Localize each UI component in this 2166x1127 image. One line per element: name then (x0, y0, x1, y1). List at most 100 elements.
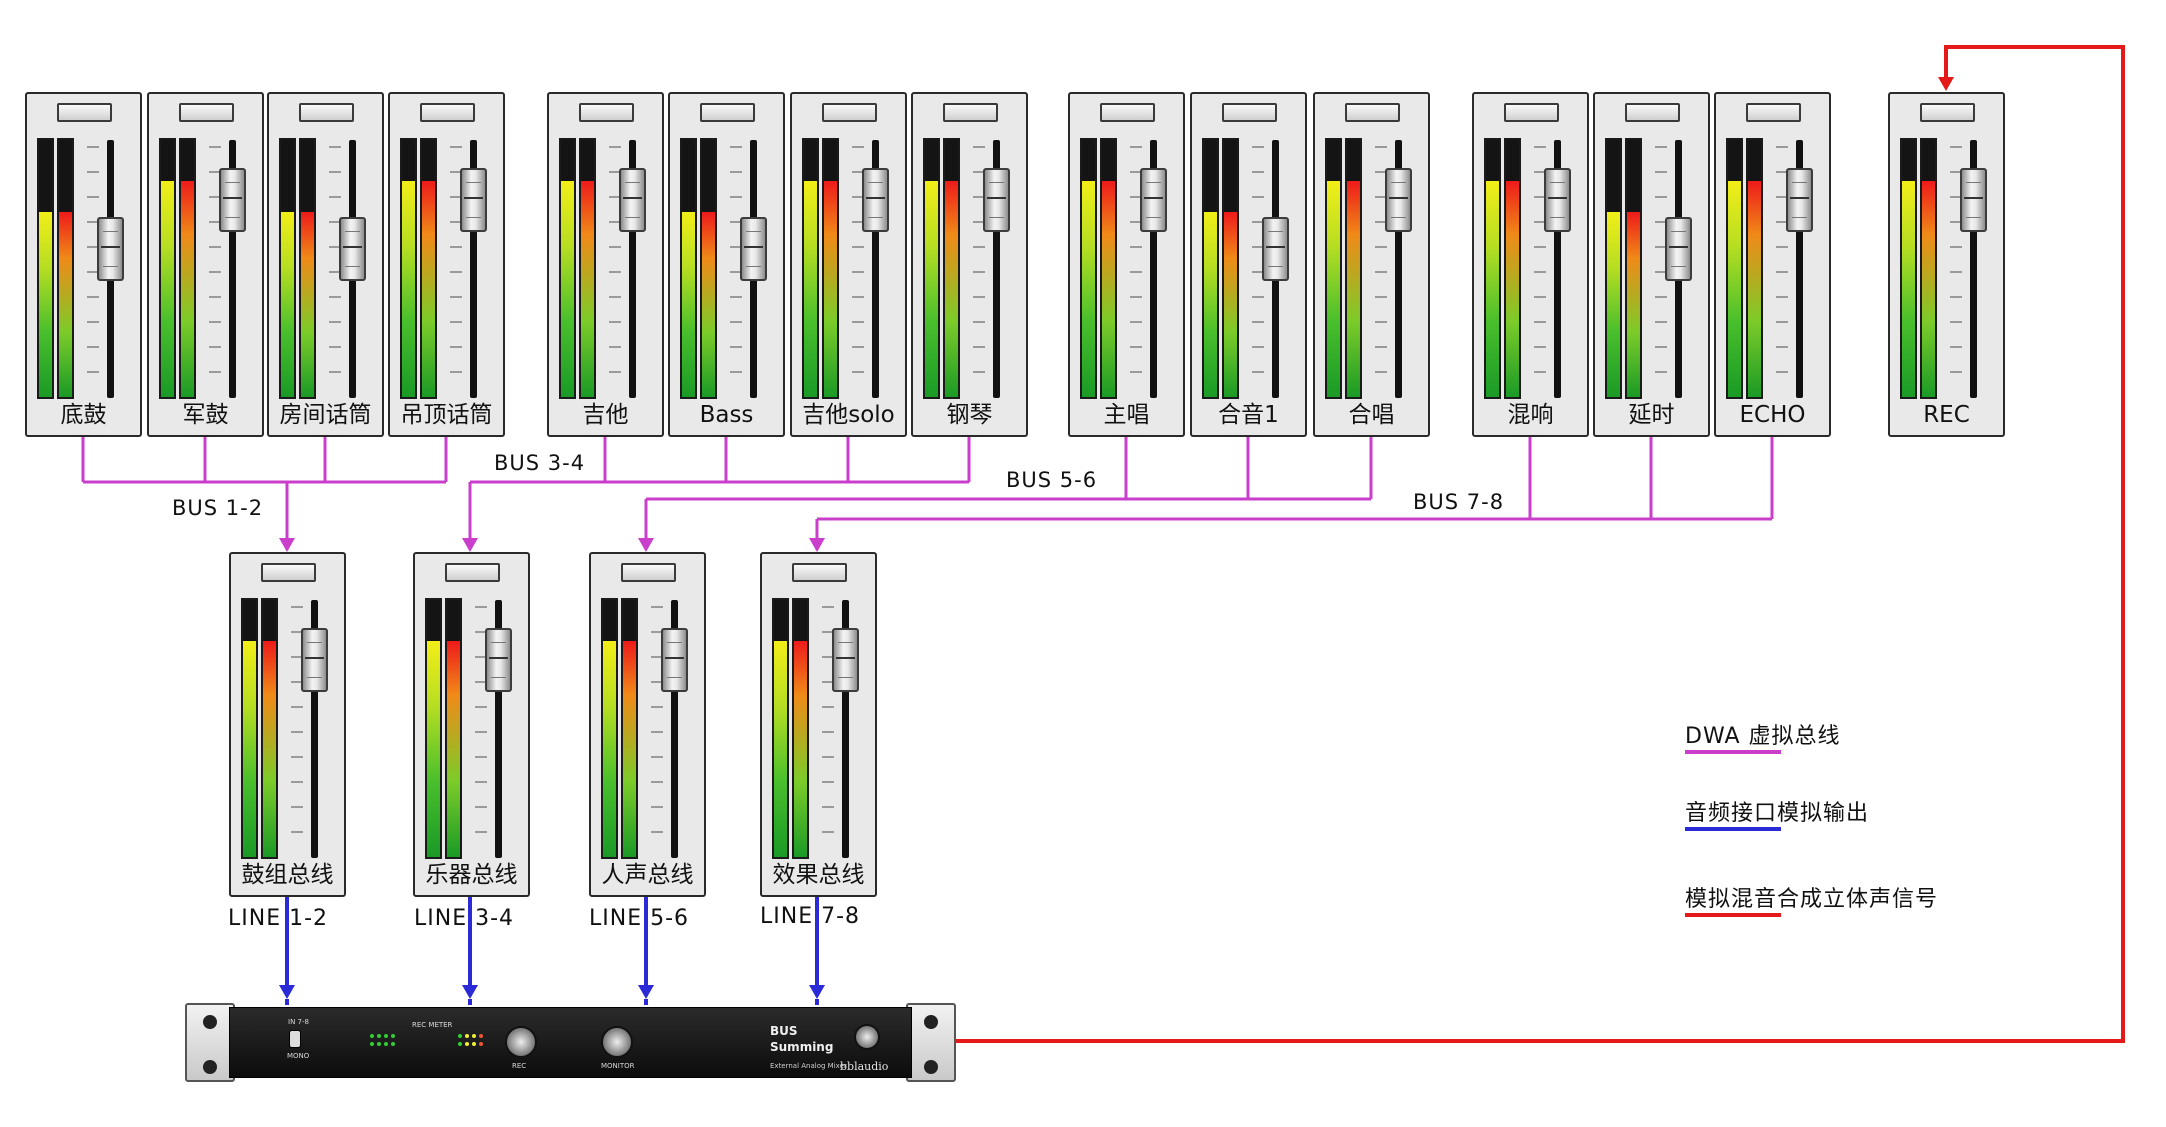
legend-analog-out-text: 音频接口模拟输出 (1685, 801, 1870, 826)
channel-12-meter-fill (1486, 181, 1499, 397)
channel-6-fader-knob[interactable] (740, 217, 767, 281)
bus-3-fader-knob[interactable] (661, 628, 688, 692)
rec-knob[interactable] (505, 1026, 537, 1058)
channel-3-select-button[interactable] (299, 103, 354, 122)
channel-5-select-button[interactable] (579, 103, 634, 122)
channel-5-strip: 吉他 (547, 92, 664, 437)
bus-1-fader-knob[interactable] (301, 628, 328, 692)
channel-2-strip: 军鼓 (147, 92, 264, 437)
channel-9-select-button[interactable] (1100, 103, 1155, 122)
channel-14-meter-fill (1748, 181, 1761, 397)
channel-15-meter-left (1900, 138, 1917, 399)
channel-5-meter-fill (581, 181, 594, 397)
bus-2-select-button[interactable] (445, 563, 500, 582)
mono-switch[interactable] (289, 1030, 301, 1048)
channel-11-meter-fill (1347, 181, 1360, 397)
channel-14-fader-knob[interactable] (1786, 168, 1813, 232)
channel-11-fader-scale (1375, 146, 1387, 396)
channel-11-fader-track (1395, 140, 1402, 398)
line-label-5-6: LINE 5-6 (589, 906, 690, 931)
bus-4-meter-left (772, 598, 789, 859)
bus-1-meter-fill (243, 641, 256, 857)
channel-5-meter-left (559, 138, 576, 399)
channel-15-fader-knob[interactable] (1960, 168, 1987, 232)
monitor-knob-label: MONITOR (601, 1062, 635, 1070)
channel-11-select-button[interactable] (1345, 103, 1400, 122)
channel-5-fader-scale (609, 146, 621, 396)
channel-1-select-button[interactable] (57, 103, 112, 122)
monitor-knob[interactable] (601, 1026, 633, 1058)
channel-7-meter-fill (824, 181, 837, 397)
channel-4-fader-knob[interactable] (460, 168, 487, 232)
mono-label: MONO (287, 1052, 310, 1060)
channel-6-meter-left (680, 138, 697, 399)
channel-13-meter-right (1625, 138, 1642, 399)
bus-1-meter-fill (263, 641, 276, 857)
channel-6-select-button[interactable] (700, 103, 755, 122)
bus-1-2-arrow (279, 538, 295, 552)
channel-8-meter-left (923, 138, 940, 399)
channel-7-fader-knob[interactable] (862, 168, 889, 232)
channel-8-select-button[interactable] (943, 103, 998, 122)
channel-13-select-button[interactable] (1625, 103, 1680, 122)
channel-4-select-button[interactable] (420, 103, 475, 122)
bus-4-fader-knob[interactable] (832, 628, 859, 692)
channel-11-fader-knob[interactable] (1385, 168, 1412, 232)
meter-led (465, 1042, 469, 1046)
channel-1-label: 底鼓 (60, 402, 107, 428)
channel-5-meter-fill (561, 181, 574, 397)
channel-9-meter-right (1100, 138, 1117, 399)
channel-3-label: 房间话筒 (279, 402, 372, 428)
channel-9-label: 主唱 (1103, 402, 1150, 428)
channel-13-fader-scale (1655, 146, 1667, 396)
channel-7-meter-left (802, 138, 819, 399)
channel-9-fader-knob[interactable] (1140, 168, 1167, 232)
meter-led (465, 1034, 469, 1038)
channel-3-meter-left (279, 138, 296, 399)
bus-4-select-button[interactable] (792, 563, 847, 582)
channel-14-select-button[interactable] (1746, 103, 1801, 122)
meter-led (458, 1034, 462, 1038)
rack-ear-right (906, 1003, 956, 1082)
channel-10-fader-knob[interactable] (1262, 217, 1289, 281)
bus-4-fader-track (842, 600, 849, 858)
channel-15-select-button[interactable] (1920, 103, 1975, 122)
channel-15-strip: REC (1888, 92, 2005, 437)
channel-8-meter-fill (945, 181, 958, 397)
channel-7-label: 吉他solo (802, 402, 895, 428)
bus-1-meter-right (261, 598, 278, 859)
channel-13-meter-fill (1627, 211, 1640, 397)
bus-2-fader-knob[interactable] (485, 628, 512, 692)
channel-5-fader-knob[interactable] (619, 168, 646, 232)
bus-1-select-button[interactable] (261, 563, 316, 582)
channel-12-fader-knob[interactable] (1544, 168, 1571, 232)
line-out-arrow-3 (638, 985, 654, 999)
power-button[interactable] (854, 1024, 880, 1050)
channel-10-fader-scale (1252, 146, 1264, 396)
channel-2-fader-knob[interactable] (219, 168, 246, 232)
channel-8-meter-right (943, 138, 960, 399)
channel-10-select-button[interactable] (1222, 103, 1277, 122)
meter-led (384, 1034, 388, 1038)
channel-1-fader-knob[interactable] (97, 217, 124, 281)
bus-3-4-arrow (462, 538, 478, 552)
channel-12-select-button[interactable] (1504, 103, 1559, 122)
channel-6-strip: Bass (668, 92, 785, 437)
channel-5-label: 吉他 (582, 402, 629, 428)
channel-2-select-button[interactable] (179, 103, 234, 122)
bus-3-select-button[interactable] (621, 563, 676, 582)
channel-4-label: 吊顶话筒 (400, 402, 493, 428)
channel-3-fader-knob[interactable] (339, 217, 366, 281)
bus-4-meter-right (792, 598, 809, 859)
meter-led (472, 1034, 476, 1038)
channel-7-select-button[interactable] (822, 103, 877, 122)
channel-13-meter-left (1605, 138, 1622, 399)
bus-label-5-6: BUS 5-6 (1006, 468, 1098, 492)
channel-6-meter-fill (682, 211, 695, 397)
channel-5-meter-right (579, 138, 596, 399)
channel-5-fader-track (629, 140, 636, 398)
bus-2-fader-track (495, 600, 502, 858)
channel-8-fader-knob[interactable] (983, 168, 1010, 232)
channel-11-strip: 合唱 (1313, 92, 1430, 437)
channel-13-fader-knob[interactable] (1665, 217, 1692, 281)
